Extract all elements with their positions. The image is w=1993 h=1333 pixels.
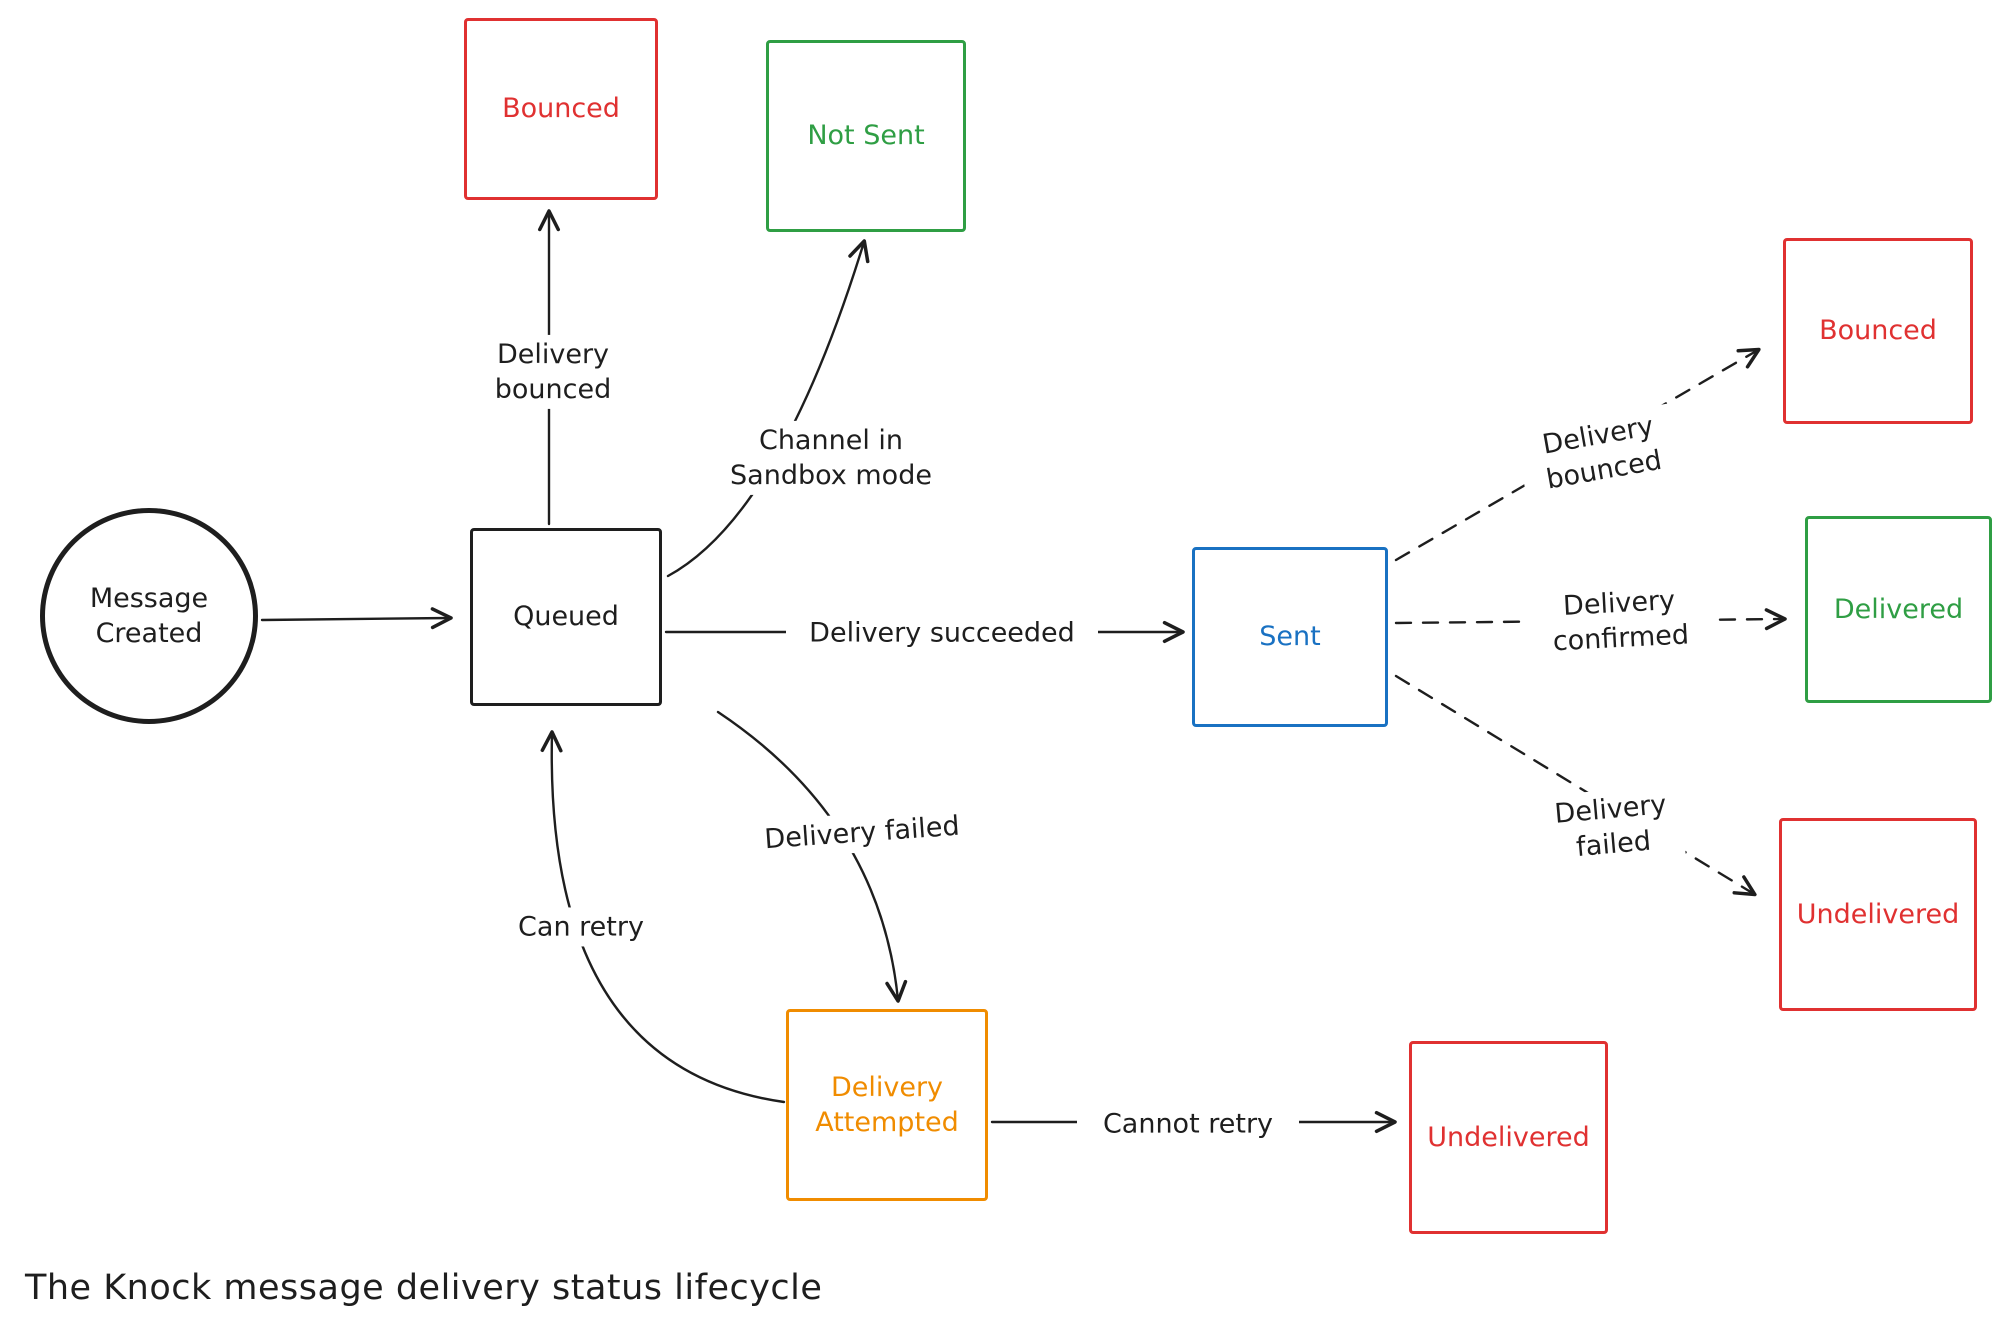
node-undelivered-right: Undelivered <box>1779 818 1977 1011</box>
node-sent-label: Sent <box>1259 621 1321 653</box>
node-delivery-attempted: Delivery Attempted <box>786 1009 988 1201</box>
node-message-created-label: Message Created <box>89 582 209 649</box>
node-delivered: Delivered <box>1805 516 1992 703</box>
node-undelivered-bottom: Undelivered <box>1409 1041 1608 1234</box>
diagram-caption: The Knock message delivery status lifecy… <box>25 1268 823 1308</box>
edge-message-created-to-queued <box>260 607 453 630</box>
node-delivered-label: Delivered <box>1833 593 1964 625</box>
node-undelivered-bottom-label: Undelivered <box>1427 1121 1590 1153</box>
edge-queued-to-not-sent <box>666 239 870 578</box>
node-message-created: Message Created <box>40 508 258 724</box>
edge-sent-to-bounced-right <box>1394 347 1761 562</box>
edge-sent-to-undelivered-right <box>1394 674 1757 897</box>
node-queued: Queued <box>470 528 662 706</box>
node-not-sent: Not Sent <box>766 40 966 232</box>
edge-label-cannot-retry: Cannot retry <box>1077 1104 1299 1144</box>
edge-label-can-retry: Can retry <box>490 907 672 947</box>
node-not-sent-label: Not Sent <box>807 120 925 152</box>
node-bounced-right-label: Bounced <box>1819 315 1937 347</box>
node-undelivered-right-label: Undelivered <box>1796 898 1960 930</box>
edge-label-delivery-confirmed: Delivery confirmed <box>1527 579 1713 663</box>
node-queued-label: Queued <box>513 601 619 633</box>
edge-label-delivery-bounced: Delivery bounced <box>477 334 629 410</box>
edge-label-delivery-failed-right: Delivery failed <box>1538 783 1686 871</box>
node-sent: Sent <box>1192 547 1388 727</box>
node-bounced-top: Bounced <box>464 18 658 200</box>
edge-label-delivery-succeeded: Delivery succeeded <box>786 613 1098 653</box>
edge-delivery-attempted-to-queued <box>540 730 786 1104</box>
edge-label-channel-in-sandbox-mode: Channel in Sandbox mode <box>710 420 952 496</box>
node-bounced-right: Bounced <box>1783 238 1973 424</box>
node-delivery-attempted-label: Delivery Attempted <box>815 1071 959 1138</box>
node-bounced-top-label: Bounced <box>502 93 620 125</box>
